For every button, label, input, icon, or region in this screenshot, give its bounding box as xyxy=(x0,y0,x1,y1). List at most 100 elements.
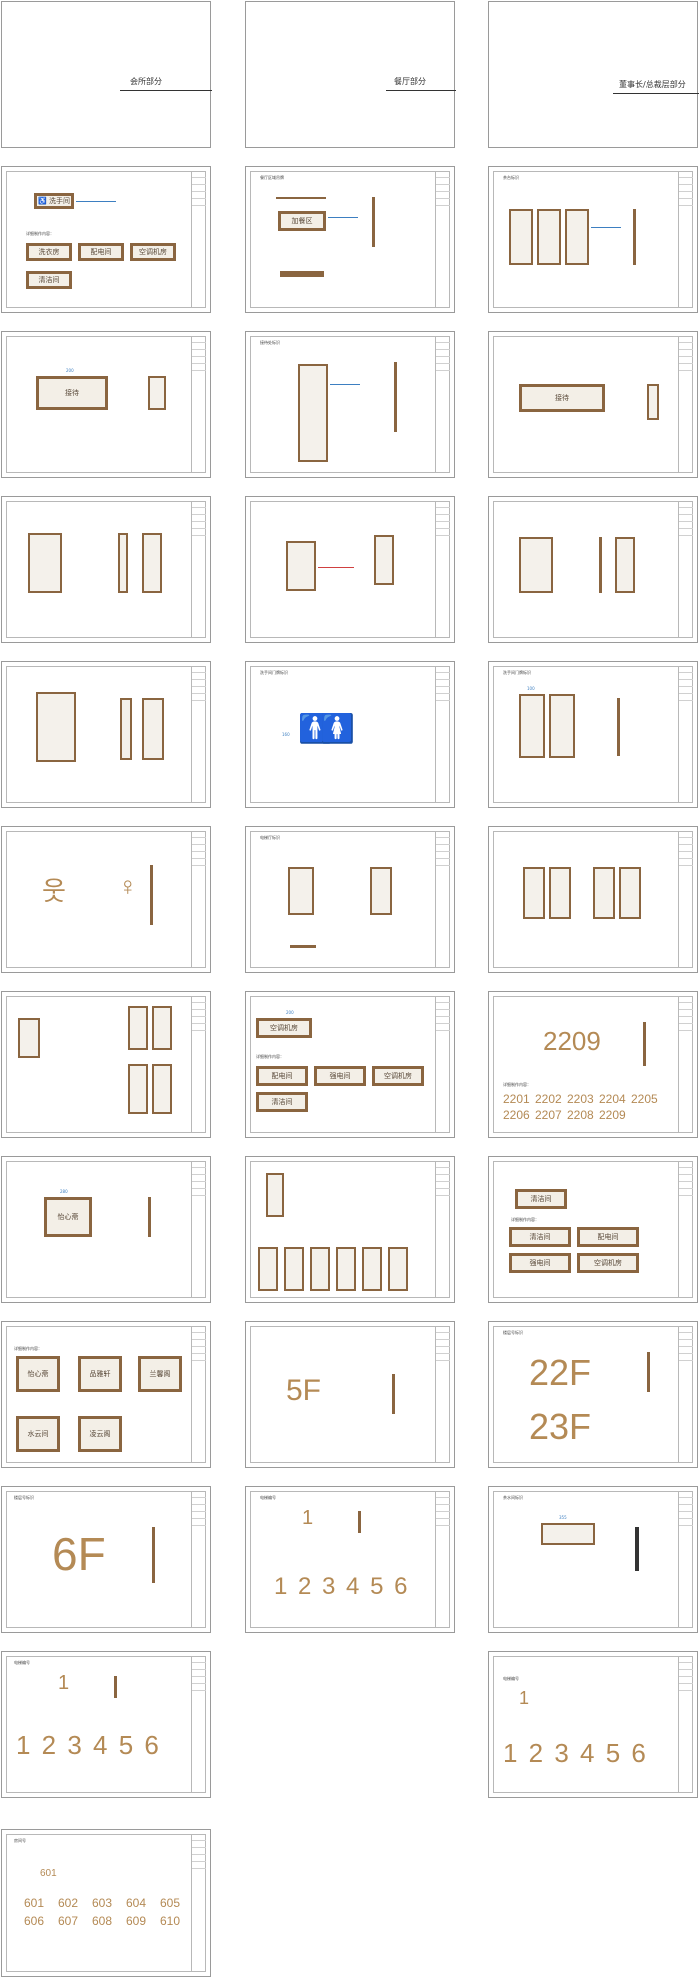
restroom-panel xyxy=(118,533,128,593)
restroom-panel xyxy=(286,541,316,591)
room-list: 2203 xyxy=(567,1092,594,1106)
hanging-panel xyxy=(310,1247,330,1291)
elevator-digits: 1 2 3 4 5 6 xyxy=(503,1738,648,1768)
room-list: 604 xyxy=(126,1896,147,1910)
female-outline-icon: ♀ xyxy=(118,871,138,901)
cover-title: 董事长/总裁层部分 xyxy=(619,80,686,89)
stair-panel xyxy=(523,867,545,919)
sheet-elevator-numbers-2: 电梯编号 1 1 2 3 4 5 6 xyxy=(1,1651,211,1798)
sheet-restroom-door-b: 洗手间门牌标识 100 xyxy=(488,661,698,808)
restroom-panel xyxy=(519,537,553,593)
stair-panel xyxy=(619,867,641,919)
male-outline-icon: 웃 xyxy=(42,876,66,906)
sheet-restroom-stand xyxy=(1,496,211,643)
elevator-number: 1 xyxy=(519,1688,530,1708)
sheet-tea-signs: 茶台标识 xyxy=(488,166,698,313)
cover-title: 会所部分 xyxy=(130,77,162,86)
sheet-title: 楼层号标识 xyxy=(14,1495,34,1500)
cover-sheet-dining: 餐厅部分 xyxy=(245,1,456,148)
vip-plaque: 兰馨阁 xyxy=(138,1356,182,1392)
room-list: 609 xyxy=(126,1914,147,1928)
sheet-title: 电梯厅标识 xyxy=(260,835,280,840)
room-list: 2205 xyxy=(631,1092,658,1106)
room-plaque: 空调机房 xyxy=(372,1066,424,1086)
sheet-dining-hanging: 餐厅区域吊牌 加餐区 xyxy=(245,166,455,313)
sheet-hanging-signs xyxy=(1,991,211,1138)
section-label: 详细制作内容： xyxy=(256,1054,284,1059)
sheet-reception-wall: 200 接待 xyxy=(1,331,211,478)
tea-panel xyxy=(565,209,589,265)
female-panel xyxy=(549,694,575,758)
restroom-panel xyxy=(374,535,394,585)
hanging-panel xyxy=(298,364,328,462)
sheet-restroom-icons: 웃 ♀ xyxy=(1,826,211,973)
room-plaque: 洗衣房 xyxy=(26,243,72,261)
male-panel xyxy=(519,694,545,758)
stair-panel xyxy=(593,867,615,919)
room-plaque: 配电间 xyxy=(78,243,124,261)
section-label: 详细制作内容： xyxy=(14,1346,42,1351)
room-list: 601 xyxy=(24,1896,45,1910)
tea-room-plaque: 怡心斋 xyxy=(44,1197,92,1237)
sheet-elevator-hall: 电梯厅标识 xyxy=(245,826,455,973)
elevator-digits: 1 2 3 4 5 6 xyxy=(274,1573,410,1600)
sheet-restroom-door: 洗手间门牌标识 🚹 🚺 160 xyxy=(245,661,455,808)
tea-panel xyxy=(537,209,561,265)
sheet-floor-22f: 楼层号标识 22F 23F xyxy=(488,1321,698,1468)
room-plaque: 空调机房 xyxy=(256,1018,312,1038)
room-plaque: 空调机房 xyxy=(577,1253,639,1273)
sheet-elevator-numbers: 电梯编号 1 1 2 3 4 5 6 xyxy=(245,1486,455,1633)
hanging-panel xyxy=(18,1018,40,1058)
cover-underline xyxy=(120,90,212,91)
room-list: 607 xyxy=(58,1914,79,1928)
elevator-panel xyxy=(288,867,314,915)
vip-plaque: 凌云阁 xyxy=(78,1416,122,1452)
tea-panel xyxy=(509,209,533,265)
sheet-floor-6f: 楼层号标识 6F xyxy=(1,1486,211,1633)
room-plaque: 清洁间 xyxy=(509,1227,571,1247)
room-list: 2204 xyxy=(599,1092,626,1106)
wc-plaque: ♿ 洗手间 xyxy=(34,193,74,209)
elevator-digits: 1 2 3 4 5 6 xyxy=(16,1730,161,1760)
hanging-panel xyxy=(128,1006,148,1050)
sheet-restroom-column xyxy=(1,661,211,808)
cover-sheet-club: 会所部分 xyxy=(1,1,212,148)
room-plaque: 强电间 xyxy=(314,1066,366,1086)
width-dim: 355 xyxy=(559,1515,567,1520)
hanging-panel xyxy=(152,1006,172,1050)
room-list: 2201 xyxy=(503,1092,530,1106)
cover-sheet-executive: 董事长/总裁层部分 xyxy=(488,1,699,148)
room-list: 602 xyxy=(58,1896,79,1910)
sheet-title: 电梯编号 xyxy=(503,1676,519,1681)
room-list: 2206 xyxy=(503,1108,530,1122)
stair-panel xyxy=(549,867,571,919)
sheet-restroom-sign-b xyxy=(488,496,698,643)
column xyxy=(120,698,132,760)
width-dim: 280 xyxy=(60,1189,68,1194)
vip-plaque: 怡心斋 xyxy=(16,1356,60,1392)
section-label: 详细制作内容： xyxy=(503,1082,531,1087)
elevator-number: 1 xyxy=(302,1507,314,1529)
hanging-panel xyxy=(258,1247,278,1291)
room-list: 2209 xyxy=(599,1108,626,1122)
room-list: 610 xyxy=(160,1914,181,1928)
width-dim: 200 xyxy=(286,1010,294,1015)
sheet-room-names: 200 空调机房 详细制作内容： 配电间 强电间 空调机房 清洁间 xyxy=(245,991,455,1138)
room-plaque: 清洁间 xyxy=(256,1092,308,1112)
room-list: 603 xyxy=(92,1896,113,1910)
restroom-panel xyxy=(615,537,635,593)
column xyxy=(142,698,164,760)
room-list: 605 xyxy=(160,1896,181,1910)
sheet-title: 房间号 xyxy=(14,1838,26,1843)
cover-title: 餐厅部分 xyxy=(394,77,426,86)
section-label: 详细制作内容： xyxy=(26,231,54,236)
room-number-main: 601 xyxy=(40,1868,57,1879)
room-plaque: 清洁间 xyxy=(26,271,72,289)
sheet-stair-sign xyxy=(488,826,698,973)
sheet-title: 楼层号标识 xyxy=(503,1330,523,1335)
reception-plaque: 接待 xyxy=(36,376,108,410)
sheet-title: 茶台标识 xyxy=(503,175,519,180)
hanging-panel xyxy=(388,1247,408,1291)
room-number-main: 2209 xyxy=(543,1026,601,1056)
sheet-title: 餐厅区域吊牌 xyxy=(260,175,284,180)
